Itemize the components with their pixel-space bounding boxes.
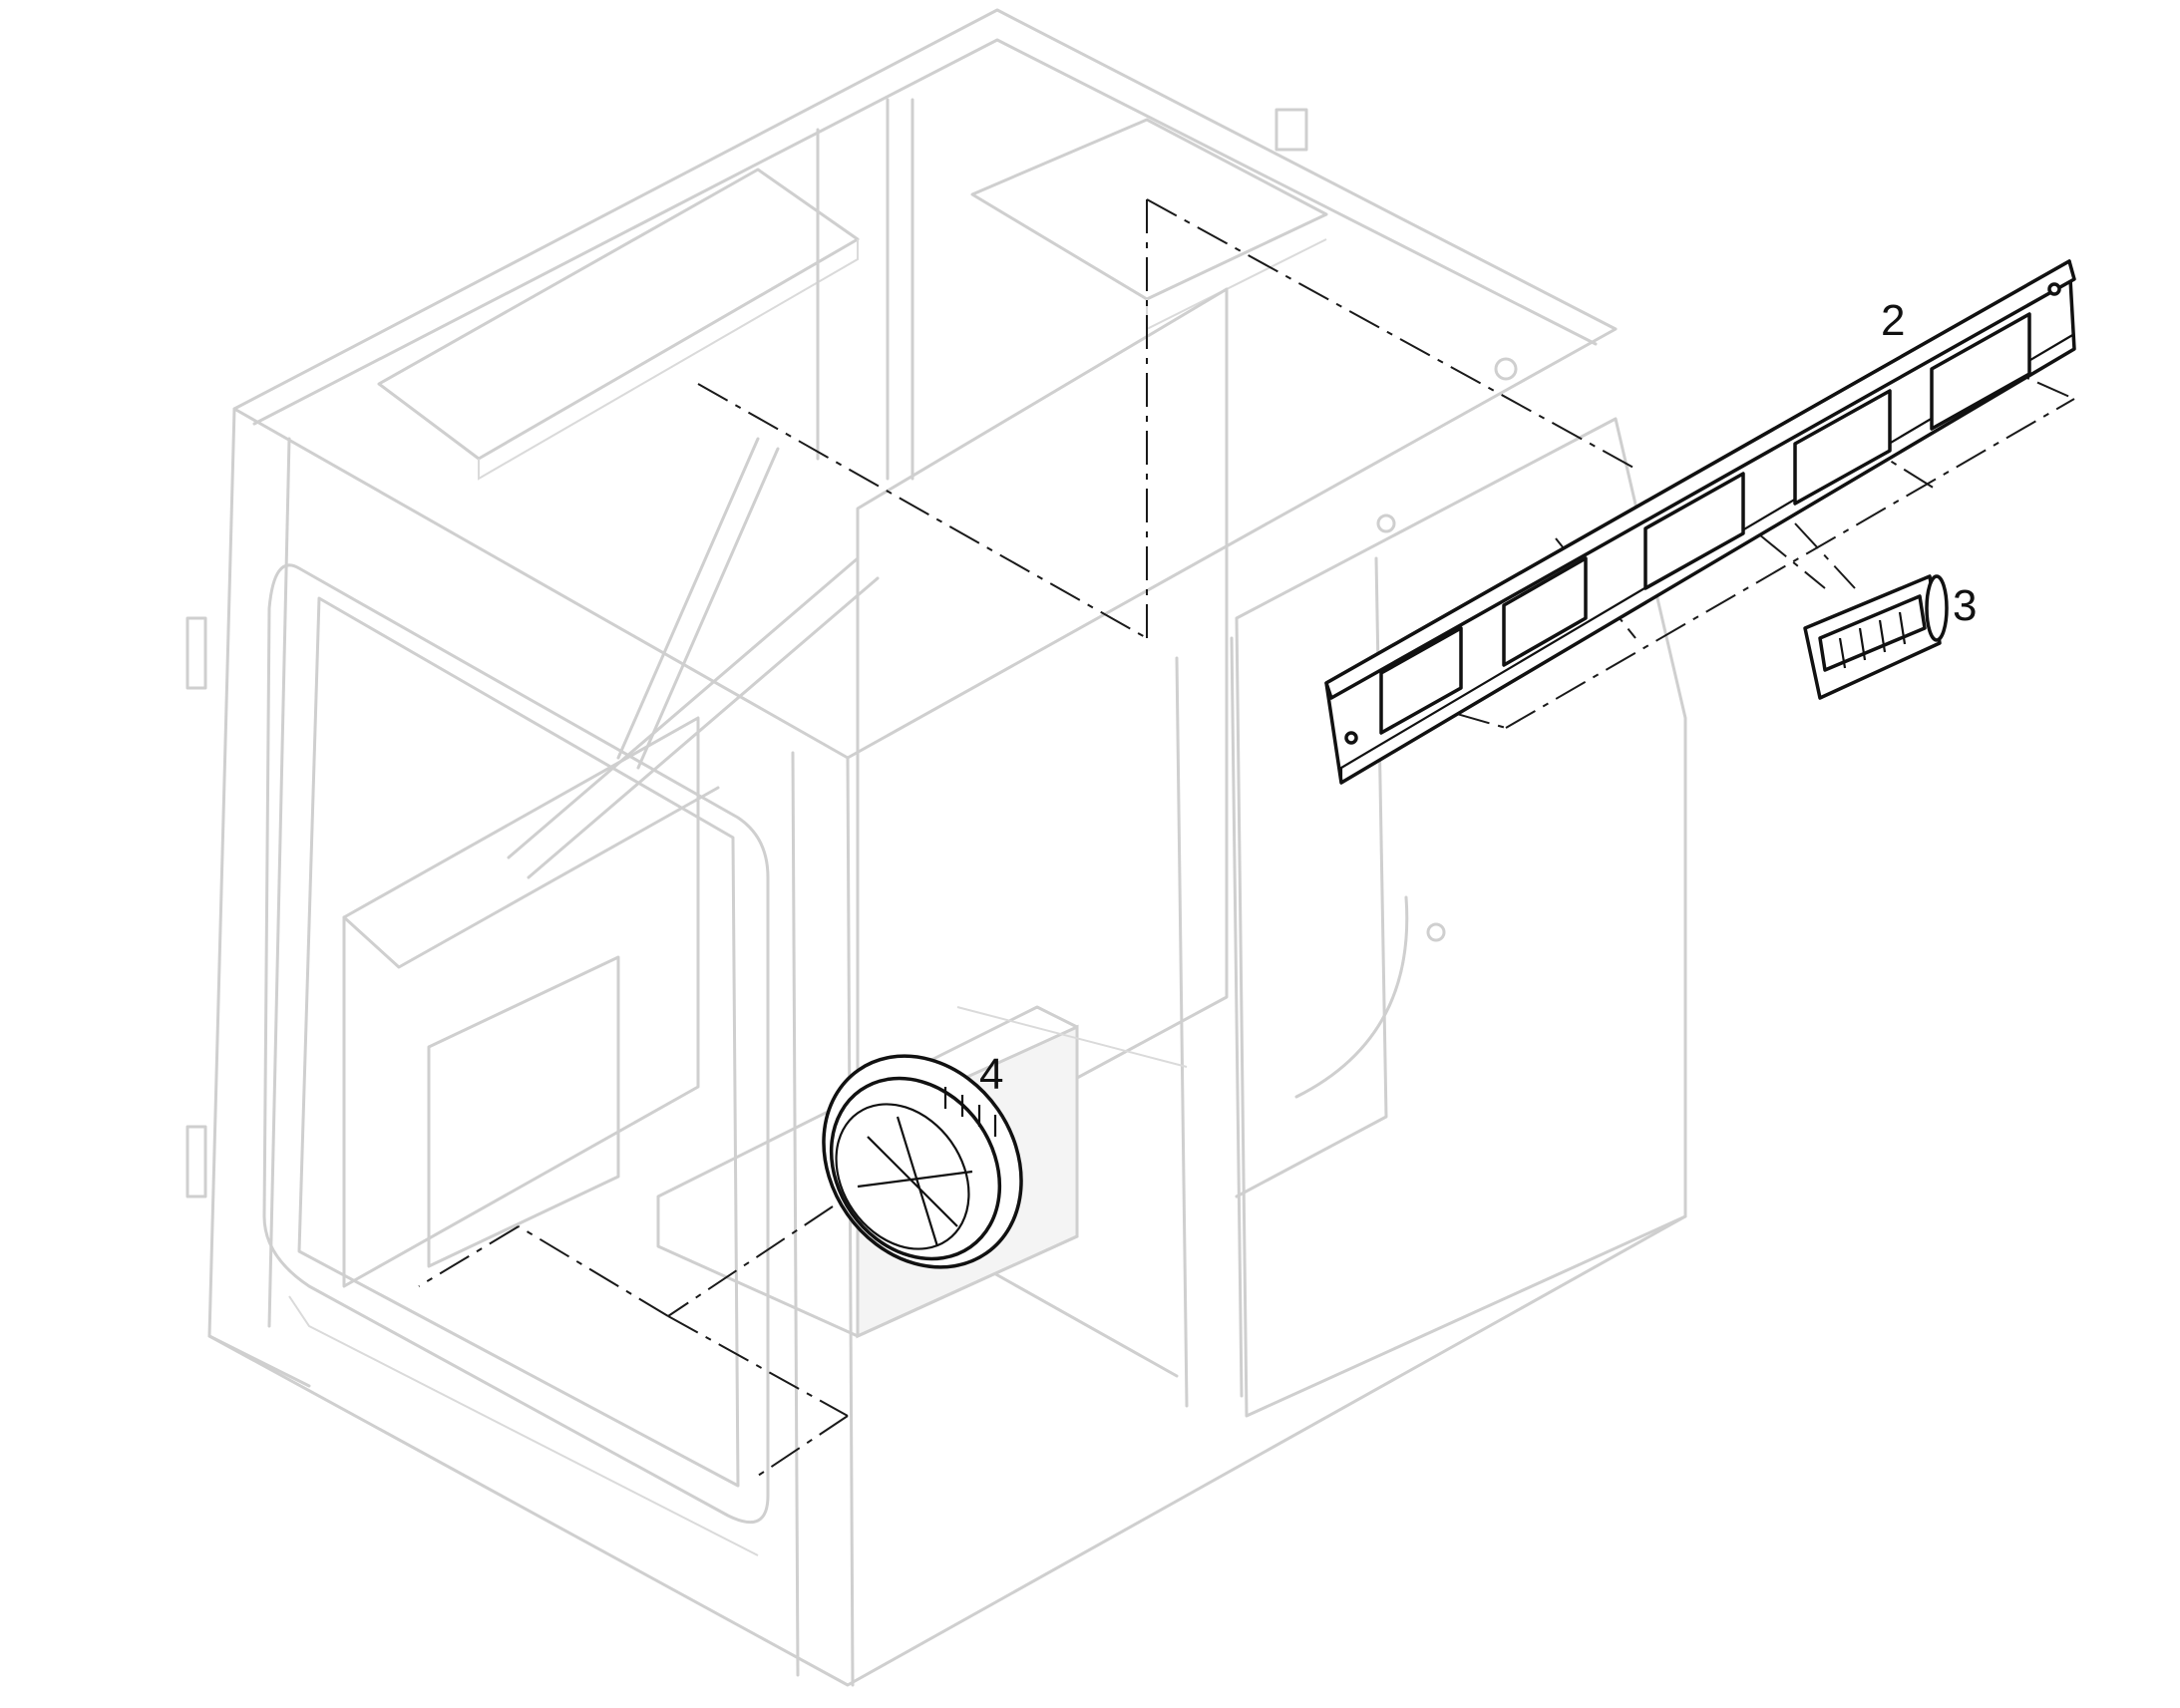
vent-duct-rail[interactable]	[1324, 259, 2076, 785]
callout-part-3: 3	[1953, 581, 1977, 630]
vent-louver[interactable]	[1803, 574, 1949, 700]
callout-part-4: 4	[979, 1050, 1003, 1099]
assembly-lines	[418, 198, 2075, 1477]
cab-frame-outline	[185, 8, 1687, 1687]
callout-part-2: 2	[1881, 296, 1905, 345]
round-vent-ring[interactable]	[783, 1017, 1061, 1305]
